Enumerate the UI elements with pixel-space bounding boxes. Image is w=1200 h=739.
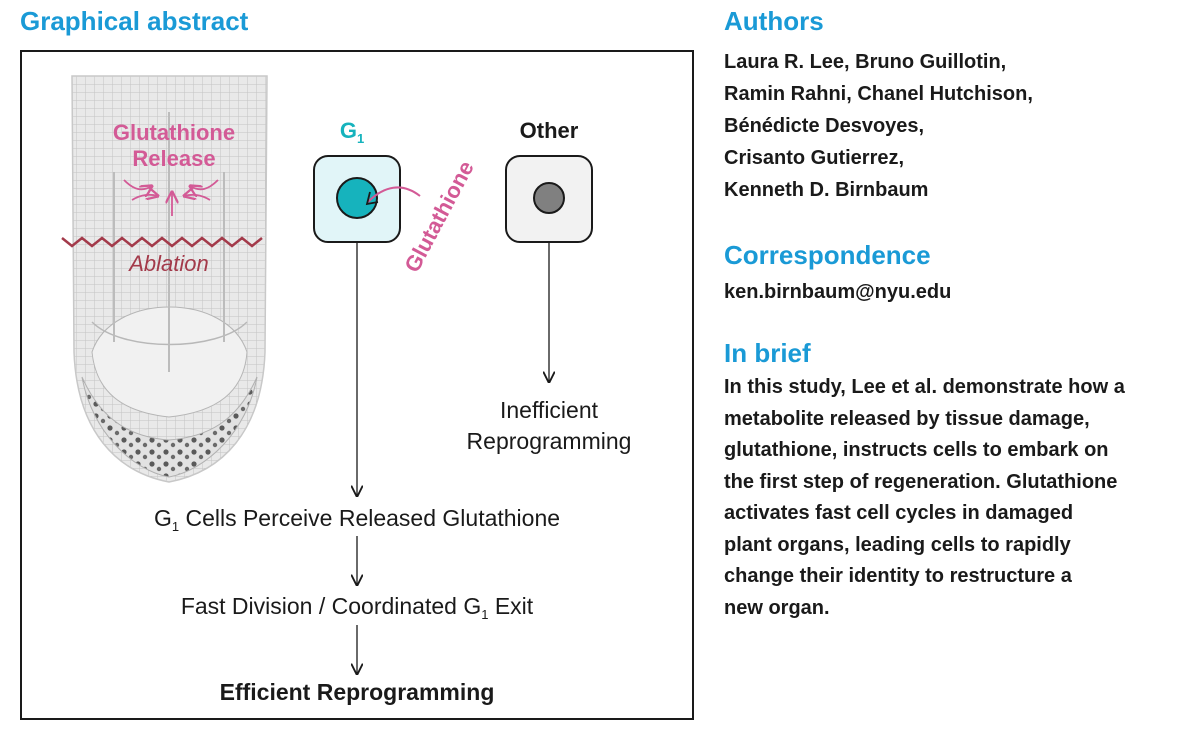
author-line: Bénédicte Desvoyes, <box>724 115 925 137</box>
ablation-cut-line <box>61 236 263 248</box>
author-line: Ramin Rahni, Chanel Hutchison, <box>724 83 1033 105</box>
other-nucleus <box>533 182 565 214</box>
glutathione-release-label-2: Release <box>132 146 215 171</box>
other-label: Other <box>520 118 579 143</box>
root-tip-illustration <box>71 75 268 483</box>
glutathione-uptake-arrowhead <box>365 191 379 206</box>
graphical-abstract-panel: Ablation Glutathione Release G1 Glutathi… <box>20 50 694 720</box>
in-brief-heading: In brief <box>724 338 811 368</box>
glutathione-release-label-1: Glutathione <box>113 120 235 145</box>
glutathione-uptake-arrow <box>367 186 421 203</box>
inefficient-label-1: Inefficient <box>500 397 599 423</box>
in-brief-line: the first step of regeneration. Glutathi… <box>724 470 1118 493</box>
author-line: Crisanto Gutierrez, <box>724 147 905 169</box>
g1-nucleus <box>336 177 378 219</box>
correspondence-heading: Correspondence <box>724 240 931 270</box>
in-brief-line: activates fast cell cycles in damaged <box>724 502 1074 524</box>
graphical-abstract-diagram: Ablation Glutathione Release G1 Glutathi… <box>61 75 632 705</box>
step-division-label: Fast Division / Coordinated G1 Exit <box>181 593 534 622</box>
in-brief-line: metabolite released by tissue damage, <box>724 407 1090 430</box>
step-perceive-label: G1 Cells Perceive Released Glutathione <box>154 505 560 534</box>
inefficient-label-2: Reprogramming <box>467 428 632 454</box>
release-arrows <box>123 179 219 216</box>
g1-label: G1 <box>340 118 364 146</box>
correspondence-email[interactable]: ken.birnbaum@nyu.edu <box>724 281 952 303</box>
in-brief-line: In this study, Lee et al. demonstrate ho… <box>724 376 1125 398</box>
ablation-label: Ablation <box>127 251 209 276</box>
graphical-abstract-heading: Graphical abstract <box>20 6 249 36</box>
author-line: Kenneth D. Birnbaum <box>724 179 929 201</box>
in-brief-line: change their identity to restructure a <box>724 565 1072 587</box>
in-brief-line: new organ. <box>724 596 830 619</box>
in-brief-text: In this study, Lee et al. demonstrate ho… <box>724 372 1184 624</box>
author-line: Laura R. Lee, Bruno Guillotin, <box>724 51 1007 73</box>
glutathione-arrow-label: Glutathione <box>399 157 478 277</box>
authors-heading: Authors <box>724 6 824 36</box>
in-brief-line: glutathione, instructs cells to embark o… <box>724 439 1109 461</box>
authors-list: Laura R. Lee, Bruno Guillotin, Ramin Rah… <box>724 46 1033 206</box>
efficient-reprogramming-label: Efficient Reprogramming <box>220 679 495 705</box>
in-brief-line: plant organs, leading cells to rapidly <box>724 533 1071 556</box>
